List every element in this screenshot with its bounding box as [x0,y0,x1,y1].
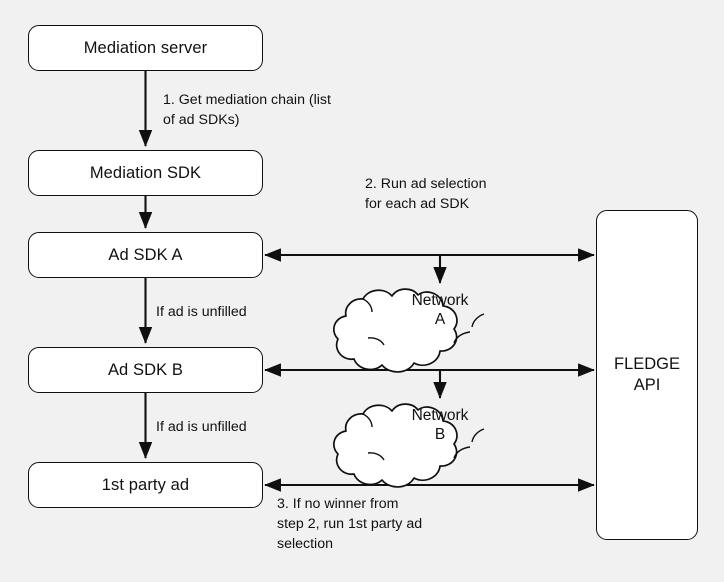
node-first-party-ad-label: 1st party ad [101,475,190,494]
network-a-label-line2: A [434,311,446,329]
node-mediation-server-label: Mediation server [83,38,208,57]
annotation-step-2: 2. Run ad selection for each ad SDK [365,176,487,213]
network-a-label-line1: Network [411,292,469,309]
annotation-if-ad-unfilled-b: If ad is unfilled [156,419,247,435]
network-b-label-line2: B [434,426,446,444]
node-ad-sdk-b[interactable]: Ad SDK B [28,347,263,393]
node-fledge-api-label: FLEDGE API [614,354,680,397]
network-a-label: Network A [380,291,500,330]
annotation-if-ad-unfilled-a: If ad is unfilled [156,304,247,320]
network-b-label-line1: Network [411,407,469,424]
annotation-step-1: 1. Get mediation chain (list of ad SDKs) [163,92,331,129]
node-ad-sdk-a[interactable]: Ad SDK A [28,232,263,278]
node-ad-sdk-b-label: Ad SDK B [107,360,184,379]
node-mediation-server[interactable]: Mediation server [28,25,263,71]
node-fledge-api-label-line1: FLEDGE [613,354,681,373]
network-a-cloud-shape [333,288,485,373]
node-fledge-api[interactable]: FLEDGE API [596,210,698,540]
node-fledge-api-label-line2: API [633,376,661,394]
network-b-cloud-shape [333,403,485,488]
node-first-party-ad[interactable]: 1st party ad [28,462,263,508]
node-mediation-sdk[interactable]: Mediation SDK [28,150,263,196]
annotation-step-3: 3. If no winner from step 2, run 1st par… [277,496,423,553]
node-mediation-sdk-label: Mediation SDK [89,163,202,182]
network-b-label: Network B [380,406,500,445]
node-ad-sdk-a-label: Ad SDK A [108,245,183,264]
